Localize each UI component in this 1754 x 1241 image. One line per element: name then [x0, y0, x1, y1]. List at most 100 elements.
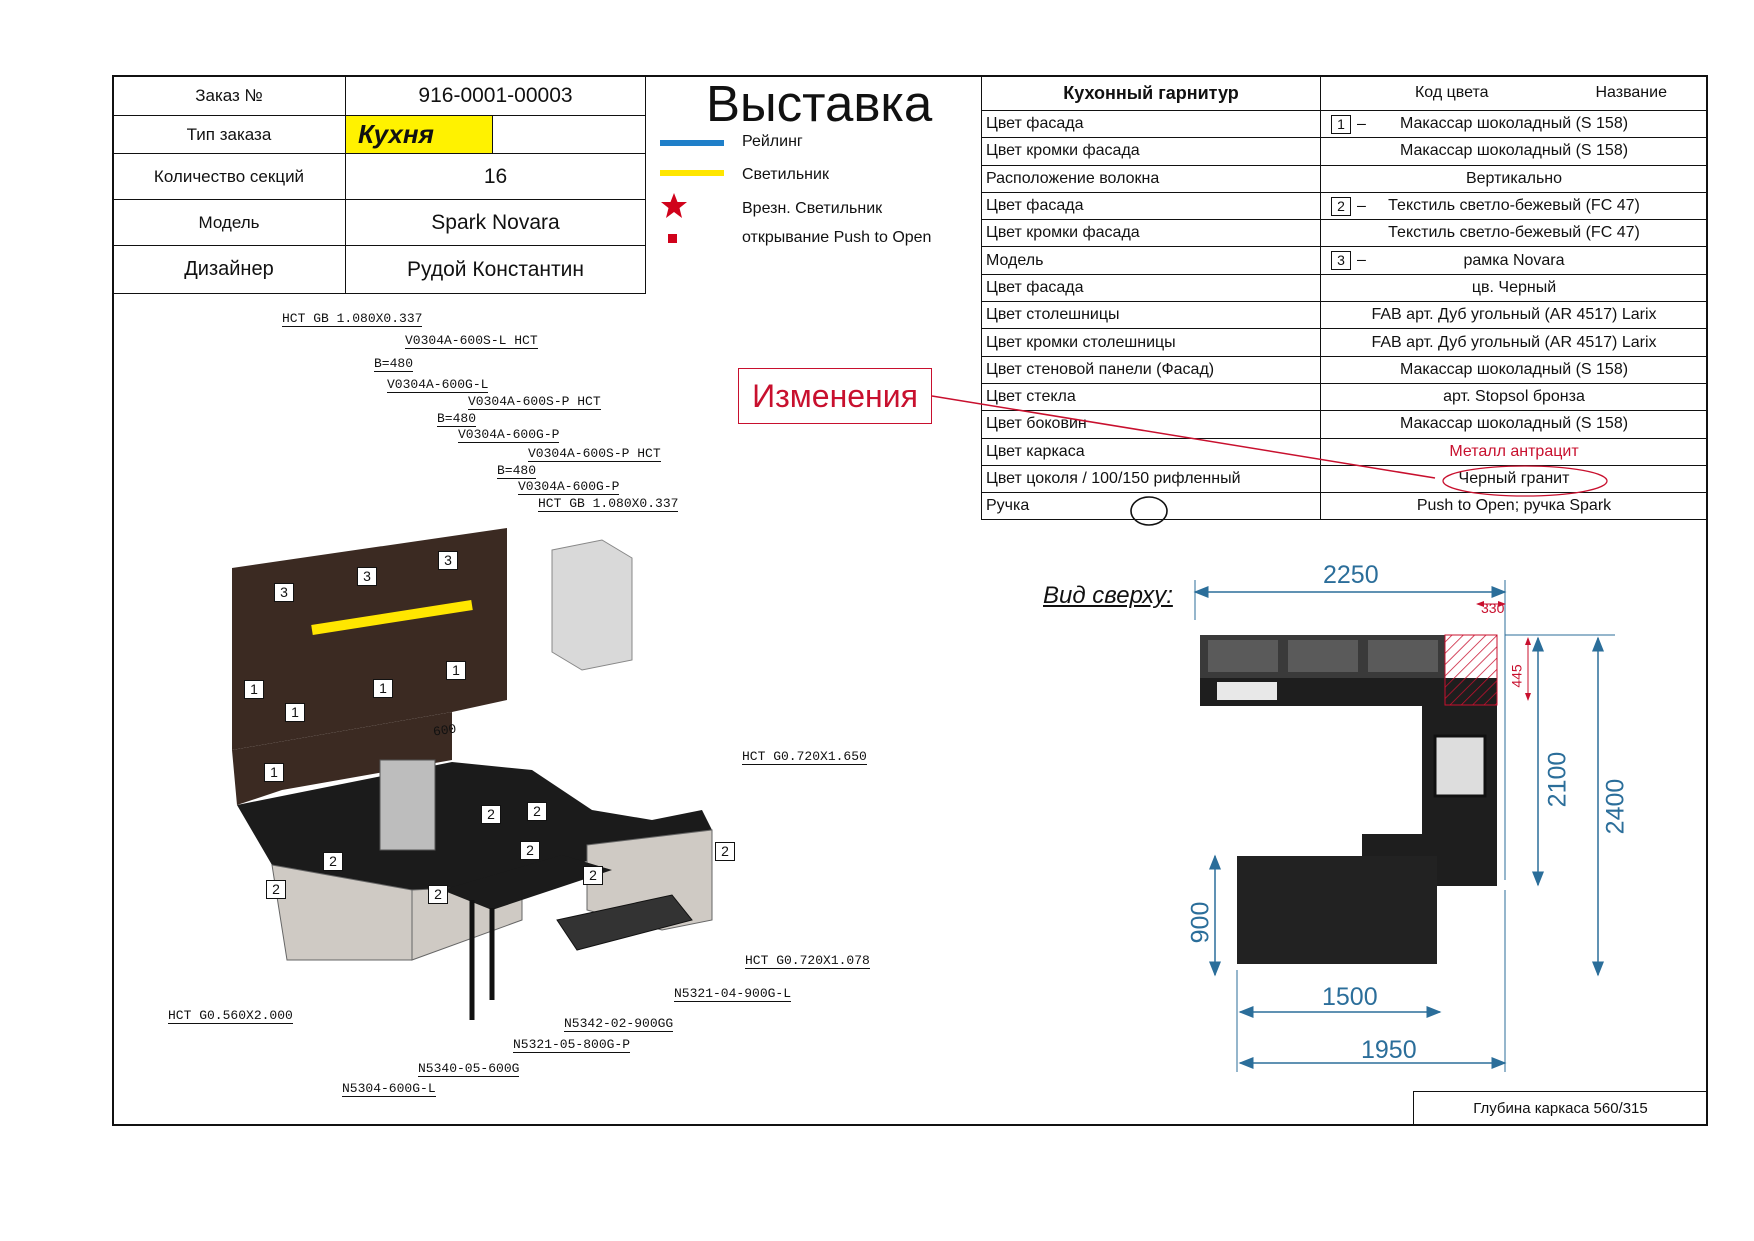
spec-table: Кухонный гарнитур Код цвета Название Цве… [981, 75, 1708, 521]
spec-label: Цвет фасада [981, 109, 1321, 139]
cabinet-mark-icon: 2 [715, 842, 735, 861]
spec-value: арт. Stopsol бронза [1443, 388, 1585, 406]
kitchen-3d-drawing [232, 528, 713, 1020]
spec-value: Текстиль светло-бежевый (FC 47) [1388, 224, 1640, 242]
leader-label: N5321-04-900G-L [674, 986, 792, 1002]
cabinet-mark-icon: 1 [373, 679, 393, 698]
mark-dash: – [1357, 252, 1366, 270]
order-no-value: 916-0001-00003 [345, 75, 646, 116]
tall-back-panel [232, 712, 452, 805]
dim-900: 900 [1186, 901, 1215, 944]
legend-light: Светильник [742, 166, 829, 183]
spec-value: Текстиль светло-бежевый (FC 47) [1388, 197, 1640, 215]
sheet-frame [112, 75, 1708, 1126]
spec-value: Макассар шоколадный (S 158) [1399, 115, 1629, 133]
spec-label: Цвет стеновой панели (Фасад) [981, 355, 1321, 384]
fridge [551, 539, 633, 671]
cabinet-mark-icon: 1 [446, 661, 466, 680]
spec-label: Цвет боковин [981, 410, 1321, 439]
order-no-label: Заказ № [112, 75, 346, 116]
island-top [442, 855, 612, 910]
wall-cabinet-3 [1368, 640, 1438, 672]
leader-label: N5304-600G-L [342, 1081, 436, 1097]
cabinet-mark-icon: 3 [357, 567, 377, 586]
spec-label: Ручка [981, 492, 1321, 521]
cabinet-mark-icon: 3 [438, 551, 458, 570]
model-label: Модель [112, 199, 346, 246]
top-view-title: Вид сверху: [1043, 582, 1173, 609]
spec-value: Металл антрацит [1449, 442, 1579, 460]
spec-value-cell: FAB арт. Дуб угольный (AR 4517) Larix [1320, 301, 1708, 330]
leader-label: B=480 [437, 411, 477, 427]
cabinet-mark-icon: 3 [274, 583, 294, 602]
wall-units [232, 528, 507, 750]
spec-label: Цвет фасада [981, 191, 1321, 221]
designer-value: Рудой Константин [345, 245, 646, 294]
hatched-column [1444, 634, 1498, 706]
spec-header: Кухонный гарнитур [981, 75, 1321, 111]
spec-value: цв. Черный [1471, 278, 1557, 296]
spec-value-cell: Макассар шоколадный (S 158) [1320, 410, 1708, 439]
changes-callout: Изменения [738, 368, 932, 424]
leader-label: HCT G0.560X2.000 [168, 1008, 293, 1024]
spec-col-header: Код цвета Название [1320, 75, 1708, 111]
color-mark: 2– [1331, 196, 1366, 216]
base-units-right [586, 829, 713, 931]
spec-value: Макассар шоколадный (S 158) [1399, 360, 1629, 378]
light-legend-line [660, 170, 724, 176]
dim-2250: 2250 [1323, 561, 1379, 589]
spec-row: Цвет стеновой панели (Фасад) Макассар шок… [981, 355, 1708, 384]
mark-square-icon: 1 [1331, 115, 1351, 134]
leader-label: HCT G0.720X1.650 [742, 749, 867, 765]
mark-square-icon: 3 [1331, 251, 1351, 271]
dim-1950: 1950 [1361, 1036, 1417, 1064]
dim-330: 330 [1481, 600, 1505, 616]
wine-rack [556, 894, 693, 951]
spec-value-cell: 2– Текстиль светло-бежевый (FC 47) [1320, 191, 1708, 221]
spec-row: Цвет фасада 1– Макассар шоколадный (S 158) [981, 109, 1708, 139]
spec-value-cell: Макассар шоколадный (S 158) [1320, 137, 1708, 166]
leader-label: N5342-02-900GG [564, 1016, 674, 1032]
cabinet-mark-icon: 2 [520, 841, 540, 860]
spec-label: Цвет кромки столешницы [981, 328, 1321, 357]
spec-row: Цвет фасада 2– Текстиль светло-бежевый (FC… [981, 191, 1708, 221]
spec-value: рамка Novara [1463, 251, 1565, 269]
leader-label: N5340-05-600G [418, 1061, 520, 1077]
spec-value-cell: Push to Open; ручка Spark [1320, 492, 1708, 521]
dim-445: 445 [1508, 664, 1525, 688]
spec-label: Цвет столешницы [981, 301, 1321, 330]
order-type-label: Тип заказа [112, 115, 346, 154]
spec-value-cell: 1– Макассар шоколадный (S 158) [1320, 109, 1708, 139]
mark-dash: – [1357, 197, 1366, 215]
spec-label: Модель [981, 246, 1321, 275]
spec-value-cell: Вертикально [1320, 164, 1708, 193]
spec-label: Цвет каркаса [981, 437, 1321, 466]
dim-2400: 2400 [1601, 778, 1630, 835]
order-type-value: Кухня [345, 115, 493, 154]
push-open-marker-icon [668, 234, 677, 243]
oven [379, 759, 436, 851]
leader-label: HCT GB 1.080X0.337 [538, 496, 679, 512]
mark-square-icon: 2 [1331, 196, 1351, 216]
cabinet-mark-icon: 1 [264, 763, 284, 782]
plinth-circled-value: 150 [1122, 470, 1150, 487]
mark-dash: – [1357, 115, 1366, 133]
spec-value-cell: FAB арт. Дуб угольный (AR 4517) Larix [1320, 328, 1708, 357]
leader-label: V0304A-600S-P HCT [528, 446, 661, 462]
cabinet-mark-icon: 2 [428, 885, 448, 904]
leader-label: V0304A-600G-P [518, 479, 620, 495]
spec-value: Вертикально [1465, 169, 1563, 187]
top-view-drawing [1193, 580, 1615, 1072]
spec-row: Цвет каркаса Металл антрацит [981, 437, 1708, 466]
spec-value-cell: 3– рамка Novara [1320, 246, 1708, 275]
legend-recessed-light: Врезн. Светильник [742, 200, 883, 217]
leader-label: N5321-05-800G-P [513, 1037, 631, 1053]
legend-push-open: открывание Push to Open [742, 229, 932, 246]
spec-value: FAB арт. Дуб угольный (AR 4517) Larix [1371, 306, 1657, 324]
